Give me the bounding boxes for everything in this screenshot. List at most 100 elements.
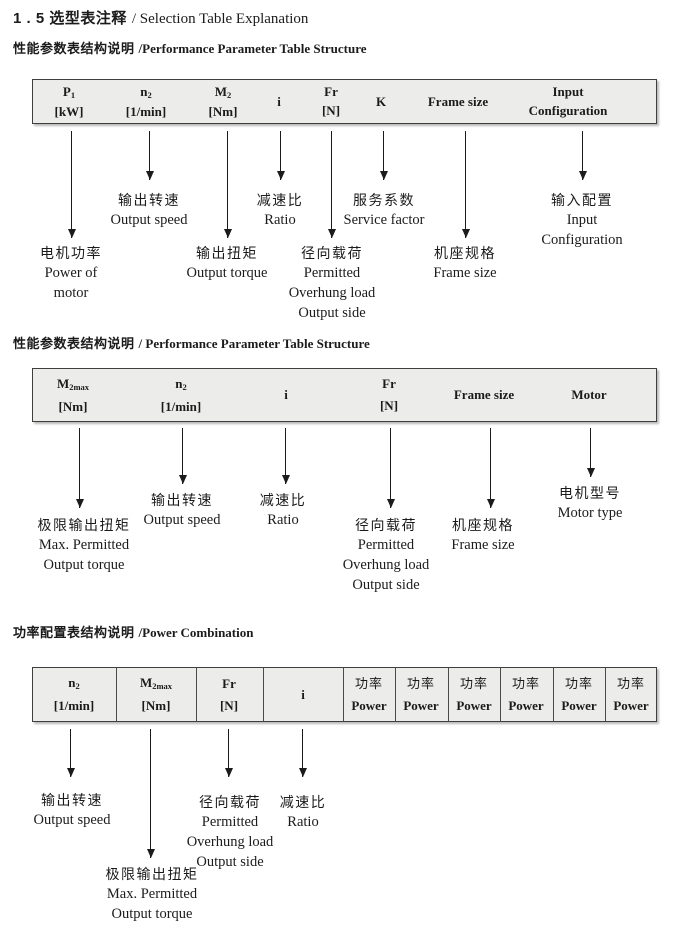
cell-text: M	[139, 675, 153, 691]
table-cell-line: Fr	[324, 85, 338, 99]
table-cell-line: Input	[552, 85, 583, 99]
cell-text: Frame size	[453, 387, 515, 403]
m2-down-arrow	[223, 131, 232, 238]
table-column: n2 [1/min]	[161, 369, 201, 421]
column-divider	[500, 668, 501, 721]
cell-text: 功率	[564, 675, 593, 691]
table-cell-line: P1	[62, 83, 76, 100]
column-divider	[263, 668, 264, 721]
label-line: Output side	[352, 577, 420, 593]
table-column: M2max [Nm]	[140, 668, 172, 721]
cell-text: M	[56, 375, 70, 391]
label-line: Output speed	[143, 512, 221, 528]
label-line: Overhung load	[186, 834, 274, 850]
cell-text: P	[62, 83, 71, 99]
table-cell-line: i	[277, 94, 281, 109]
fr-down-arrow	[327, 131, 336, 238]
output-speed-label: 输出转速 Output speed	[144, 490, 221, 530]
cell-text: [Nm]	[58, 398, 88, 414]
column-divider	[605, 668, 606, 721]
section-3-heading-zh: 功率配置表结构说明	[13, 625, 135, 640]
table-cell-line: Configuration	[529, 104, 608, 118]
table-cell-line: M2max	[56, 375, 89, 392]
label-line: Permitted	[357, 537, 415, 553]
label-line: Ratio	[267, 512, 299, 528]
label-line: Output speed	[110, 212, 188, 228]
k-down-arrow	[379, 131, 388, 180]
table-cell-line: [Nm]	[208, 103, 238, 119]
section-2-heading-zh: 性能参数表结构说明	[13, 336, 135, 351]
cell-text: [N]	[219, 697, 239, 713]
column-divider	[448, 668, 449, 721]
label-line: Output torque	[43, 557, 125, 573]
label-line: Service factor	[343, 212, 425, 228]
table-cell-line: Fr	[382, 377, 396, 391]
label-line: Ratio	[287, 814, 319, 830]
label-line: Output speed	[33, 812, 111, 828]
table-cell-line: n2	[175, 376, 186, 392]
table-cell-line: [Nm]	[142, 699, 171, 713]
cell-text: Power	[351, 697, 387, 713]
table-column: Fr [N]	[220, 668, 238, 721]
table-column: i	[277, 80, 281, 123]
ratio-label: 减速比 Ratio	[257, 190, 304, 230]
label-line: 径向载荷	[300, 245, 363, 261]
label-line: Permitted	[303, 265, 361, 281]
table-cell-line: [1/min]	[160, 398, 202, 414]
table-cell-line: [N]	[380, 399, 398, 413]
cell-text: Fr	[222, 675, 236, 691]
input-down-arrow	[578, 131, 587, 180]
cell-text: Fr	[324, 84, 338, 100]
output-speed-label: 输出转速 Output speed	[111, 190, 188, 230]
table-cell-line: 功率	[564, 675, 593, 691]
cell-text: [1/min]	[160, 398, 202, 414]
table-column: 功率 Power	[456, 668, 491, 721]
table-cell-line: Power	[403, 698, 438, 713]
cell-text: 功率	[459, 675, 488, 691]
label-line: 输出转速	[117, 192, 180, 208]
table-cell-line: n2	[140, 83, 151, 100]
frame-size-down-arrow	[486, 428, 495, 508]
cell-text: [Nm]	[208, 103, 238, 119]
table-column: M2max [Nm]	[57, 369, 89, 421]
label-line: 输出转速	[150, 492, 213, 508]
cell-text: n	[140, 83, 148, 99]
table-cell-line: Frame size	[428, 94, 488, 109]
cell-text: [N]	[321, 103, 341, 119]
label-line: Motor type	[557, 505, 623, 521]
motor-down-arrow	[586, 428, 595, 477]
table-column: n2[1/min]	[54, 668, 94, 721]
label-line: Frame size	[433, 265, 497, 281]
table-cell-line: Power	[456, 698, 491, 713]
table-cell-line: M2max	[140, 676, 172, 691]
label-line: 减速比	[256, 192, 304, 208]
label-line: Ratio	[264, 212, 296, 228]
table-column: 功率 Power	[561, 668, 596, 721]
table-column: Frame size	[454, 369, 514, 421]
page-title: 1 . 5 选型表注释/ Selection Table Explanation	[13, 7, 308, 28]
cell-text: [1/min]	[125, 103, 167, 119]
label-line: 减速比	[259, 492, 307, 508]
frame-size-down-arrow	[461, 131, 470, 238]
cell-text: n	[68, 675, 76, 691]
table-column: Fr [N]	[322, 80, 340, 123]
cell-text: 功率	[511, 675, 540, 691]
cell-subscript: 1	[70, 89, 76, 100]
cell-text: 功率	[616, 675, 645, 691]
table-column: n2 [1/min]	[126, 80, 166, 123]
table-cell-line: Power	[561, 698, 596, 713]
table-cell-line: 功率	[355, 676, 383, 691]
table-column: Motor	[571, 369, 606, 421]
table-column: 功率 Power	[351, 668, 386, 721]
